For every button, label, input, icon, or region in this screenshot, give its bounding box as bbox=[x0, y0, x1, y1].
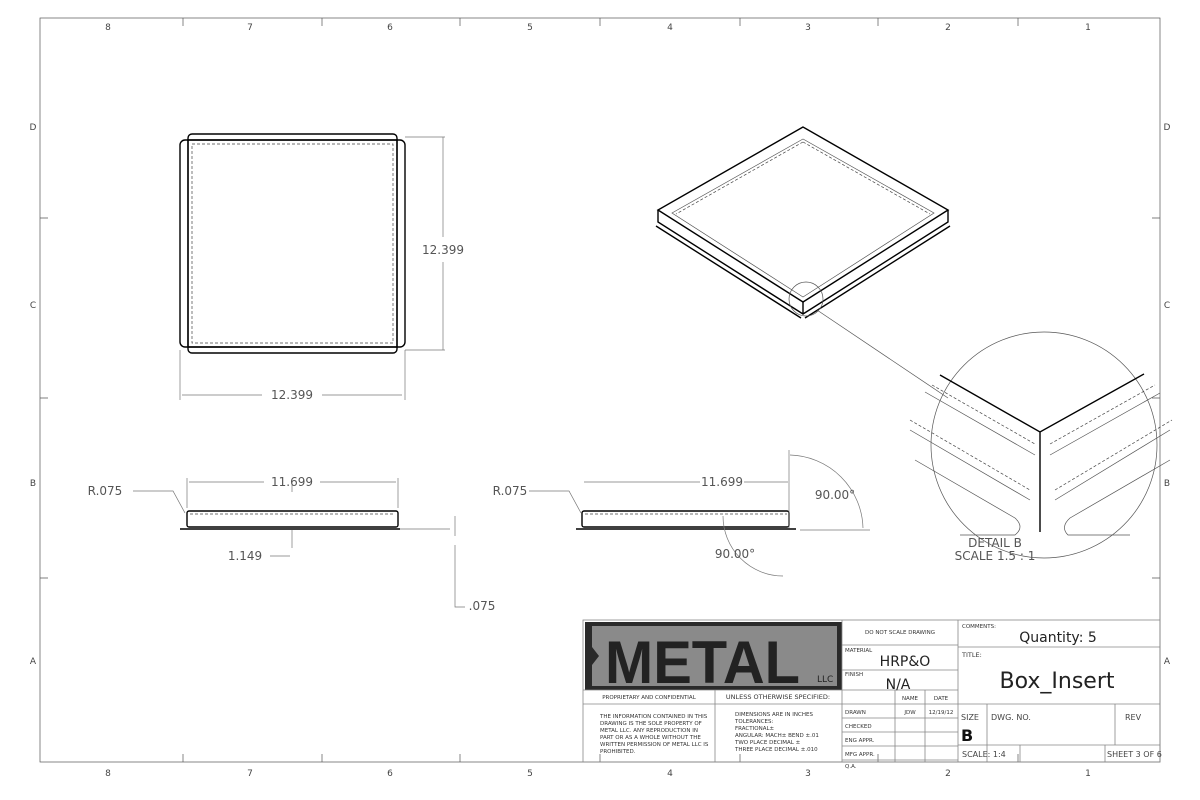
zone-top-3: 3 bbox=[805, 23, 811, 33]
dim-thickness: .075 bbox=[469, 599, 496, 613]
sheet-number: SHEET 3 OF 6 bbox=[1107, 750, 1162, 759]
dim-side-right-length: 11.699 bbox=[701, 475, 743, 489]
finish-label: FINISH bbox=[845, 672, 863, 678]
dim-side-left-length: 11.699 bbox=[271, 475, 313, 489]
label: Q.A. bbox=[845, 764, 857, 770]
title-label: TITLE: bbox=[961, 651, 982, 659]
label: DRAWING IS THE SOLE PROPERTY OF bbox=[600, 721, 702, 727]
label: TOLERANCES: bbox=[734, 719, 774, 725]
proprietary-label: PROPRIETARY AND CONFIDENTIAL bbox=[602, 695, 696, 701]
comments-value: Quantity: 5 bbox=[1019, 630, 1097, 646]
label: DWG. NO. bbox=[991, 713, 1031, 722]
proprietary-text: THE INFORMATION CONTAINED IN THIS DRAWIN… bbox=[599, 714, 709, 755]
zone-right-a: A bbox=[1164, 657, 1171, 667]
label: PROHIBITED. bbox=[600, 749, 636, 755]
tolerance-text: DIMENSIONS ARE IN INCHES TOLERANCES: FRA… bbox=[734, 712, 819, 753]
title-block: METAL LLC PROPRIETARY AND CONFIDENTIAL U… bbox=[582, 619, 1162, 770]
zone-top-4: 4 bbox=[667, 23, 673, 33]
zone-bottom-4: 4 bbox=[667, 769, 673, 779]
dim-width: 12.399 bbox=[271, 388, 313, 402]
label: DATE bbox=[934, 696, 949, 702]
zone-labels: 8 7 6 5 4 3 2 1 8 7 6 5 4 3 2 1 D C B A … bbox=[30, 23, 1171, 779]
detail-label: DETAIL B bbox=[968, 536, 1022, 550]
material-label: MATERIAL bbox=[845, 648, 873, 654]
sheet-size: B bbox=[961, 726, 973, 745]
zone-bottom-7: 7 bbox=[247, 769, 253, 779]
label: SIZE bbox=[961, 713, 979, 722]
drawing-title: Box_Insert bbox=[1000, 669, 1115, 694]
label: METAL LLC. ANY REPRODUCTION IN bbox=[600, 728, 698, 734]
zone-bottom-6: 6 bbox=[387, 769, 393, 779]
zone-bottom-5: 5 bbox=[527, 769, 533, 779]
zone-left-c: C bbox=[30, 301, 36, 311]
label: ENG APPR. bbox=[845, 738, 875, 744]
zone-top-7: 7 bbox=[247, 23, 253, 33]
dim-angle-bottom: 90.00° bbox=[715, 547, 755, 561]
drawn-date: 12/19/12 bbox=[929, 710, 954, 716]
zone-bottom-8: 8 bbox=[105, 769, 111, 779]
label: WRITTEN PERMISSION OF METAL LLC IS bbox=[600, 742, 709, 748]
label: DRAWN bbox=[845, 710, 866, 716]
label: REV bbox=[1125, 713, 1142, 722]
zone-left-a: A bbox=[30, 657, 37, 667]
label: FRACTIONAL± bbox=[735, 726, 775, 732]
detail-b: DETAIL B SCALE 1.5 : 1 bbox=[909, 331, 1173, 563]
label: ANGULAR: MACH± BEND ±.01 bbox=[735, 733, 819, 739]
label: TWO PLACE DECIMAL ± bbox=[734, 740, 801, 746]
label: THREE PLACE DECIMAL ±.010 bbox=[734, 747, 818, 753]
label: CHECKED bbox=[845, 724, 872, 730]
zone-top-1: 1 bbox=[1085, 23, 1091, 33]
side-view-left: 11.699 R.075 1.149 .075 bbox=[88, 475, 496, 613]
zone-top-5: 5 bbox=[527, 23, 533, 33]
finish-value: N/A bbox=[886, 677, 911, 693]
drawn-name: JDW bbox=[903, 710, 916, 716]
dim-side-left-radius: R.075 bbox=[88, 484, 123, 498]
zone-top-2: 2 bbox=[945, 23, 951, 33]
zone-bottom-1: 1 bbox=[1085, 769, 1091, 779]
comments-label: COMMENTS: bbox=[962, 624, 996, 630]
dim-side-left-height: 1.149 bbox=[228, 549, 262, 563]
zone-right-b: B bbox=[1164, 479, 1170, 489]
zone-right-d: D bbox=[1164, 123, 1171, 133]
label: THE INFORMATION CONTAINED IN THIS bbox=[599, 714, 708, 720]
dim-height: 12.399 bbox=[422, 243, 464, 257]
drawing-scale: SCALE: 1:4 bbox=[962, 750, 1006, 759]
zone-ticks bbox=[40, 18, 1160, 762]
detail-scale: SCALE 1.5 : 1 bbox=[955, 549, 1036, 563]
zone-bottom-3: 3 bbox=[805, 769, 811, 779]
isometric-view bbox=[655, 126, 951, 399]
zone-right-c: C bbox=[1164, 301, 1170, 311]
logo-text: METAL bbox=[605, 629, 800, 696]
side-view-right: 11.699 R.075 90.00° 90.00° bbox=[493, 450, 870, 577]
logo-suffix: LLC bbox=[817, 675, 833, 685]
label: PART OR AS A WHOLE WITHOUT THE bbox=[600, 735, 701, 741]
zone-top-6: 6 bbox=[387, 23, 393, 33]
zone-left-b: B bbox=[30, 479, 36, 489]
material-value: HRP&O bbox=[880, 654, 931, 670]
zone-left-d: D bbox=[30, 123, 37, 133]
dim-angle-top: 90.00° bbox=[815, 488, 855, 502]
zone-top-8: 8 bbox=[105, 23, 111, 33]
label: DIMENSIONS ARE IN INCHES bbox=[735, 712, 813, 718]
top-view: 12.399 12.399 bbox=[179, 133, 464, 402]
do-not-scale: DO NOT SCALE DRAWING bbox=[865, 630, 935, 636]
label: MFG APPR. bbox=[845, 752, 875, 758]
zone-bottom-2: 2 bbox=[945, 769, 951, 779]
unless-label: UNLESS OTHERWISE SPECIFIED: bbox=[726, 693, 830, 701]
dim-side-right-radius: R.075 bbox=[493, 484, 528, 498]
label: NAME bbox=[902, 696, 919, 702]
